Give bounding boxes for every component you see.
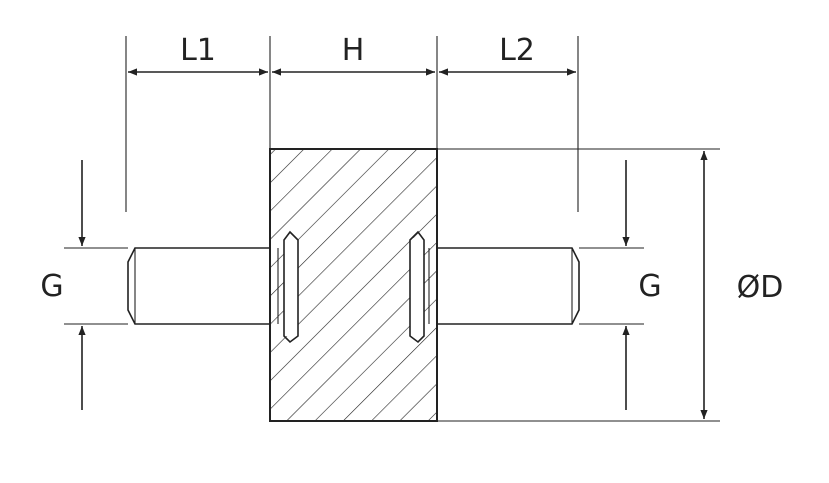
dimension-g-right [579,160,644,410]
dimension-g-left [64,160,128,410]
label-h: H [342,33,365,68]
right-stud [409,230,580,344]
label-g-left: G [40,269,63,304]
rubber-block [269,148,438,422]
label-g-right: G [638,269,661,304]
extension-lines [125,36,579,212]
label-l1: L1 [180,33,216,68]
label-diameter: ØD [737,270,784,305]
label-l2: L2 [499,33,535,68]
left-stud [127,230,299,344]
